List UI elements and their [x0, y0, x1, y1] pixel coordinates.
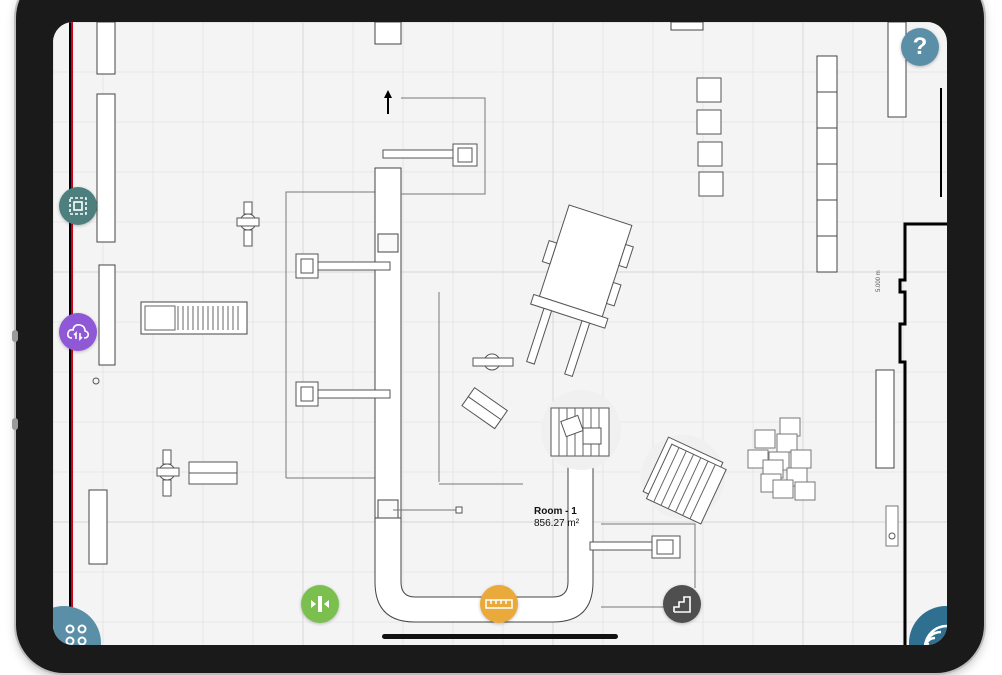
room-name: Room - 1: [534, 506, 577, 517]
workstation[interactable]: [461, 386, 509, 430]
box-stack[interactable]: [696, 77, 724, 197]
home-indicator[interactable]: [382, 634, 618, 639]
question-mark-icon: ?: [912, 33, 928, 60]
select-area-button[interactable]: [59, 187, 97, 225]
shelf[interactable]: [96, 22, 116, 75]
box-cluster[interactable]: [747, 417, 816, 501]
help-button[interactable]: ?: [901, 28, 939, 66]
door-panel[interactable]: [885, 505, 899, 547]
shelf[interactable]: [96, 93, 116, 243]
gate[interactable]: [670, 22, 704, 31]
fit-width-button[interactable]: [301, 585, 339, 623]
stairs-button[interactable]: [663, 585, 701, 623]
floor-plan-canvas[interactable]: Room - 1 856.27 m² 5.000 m: [53, 22, 947, 645]
pallet[interactable]: [541, 390, 621, 470]
shelf[interactable]: [98, 264, 116, 366]
shelf[interactable]: [88, 489, 108, 565]
wifi-signal-icon: [924, 624, 947, 645]
pick-station[interactable]: [589, 535, 681, 559]
side-button: [12, 418, 18, 430]
compress-horizontal-icon: [311, 596, 329, 612]
room-label[interactable]: Room - 1 856.27 m²: [534, 506, 579, 530]
forklift[interactable]: [511, 203, 639, 382]
dimension-label: 5.000 m: [876, 270, 882, 292]
cloud-sync-icon: [67, 324, 89, 341]
cloud-sync-button[interactable]: [59, 313, 97, 351]
rack[interactable]: [816, 55, 838, 273]
shelf[interactable]: [875, 369, 895, 469]
stairs-icon: [673, 596, 691, 613]
pick-station[interactable]: [295, 253, 391, 279]
pick-station[interactable]: [295, 381, 391, 407]
marker-icon: [92, 377, 100, 385]
selection-frame-icon: [69, 197, 87, 215]
escalator[interactable]: [140, 301, 248, 335]
measure-button[interactable]: [480, 585, 518, 623]
robot-arm[interactable]: [156, 449, 238, 497]
side-button: [12, 330, 18, 342]
right-wall: [898, 222, 947, 645]
floor-plan-drawing: [69, 22, 947, 645]
ruler-icon: [485, 599, 513, 609]
door-handle-icon: [888, 532, 896, 540]
pallet-stack[interactable]: [627, 421, 739, 533]
robot-arm[interactable]: [236, 201, 260, 247]
grid-dots-icon: [65, 624, 87, 645]
room-area: 856.27 m²: [534, 518, 580, 529]
conveyor[interactable]: [374, 22, 594, 623]
pick-station[interactable]: [382, 143, 478, 167]
robot-arm[interactable]: [472, 353, 514, 371]
